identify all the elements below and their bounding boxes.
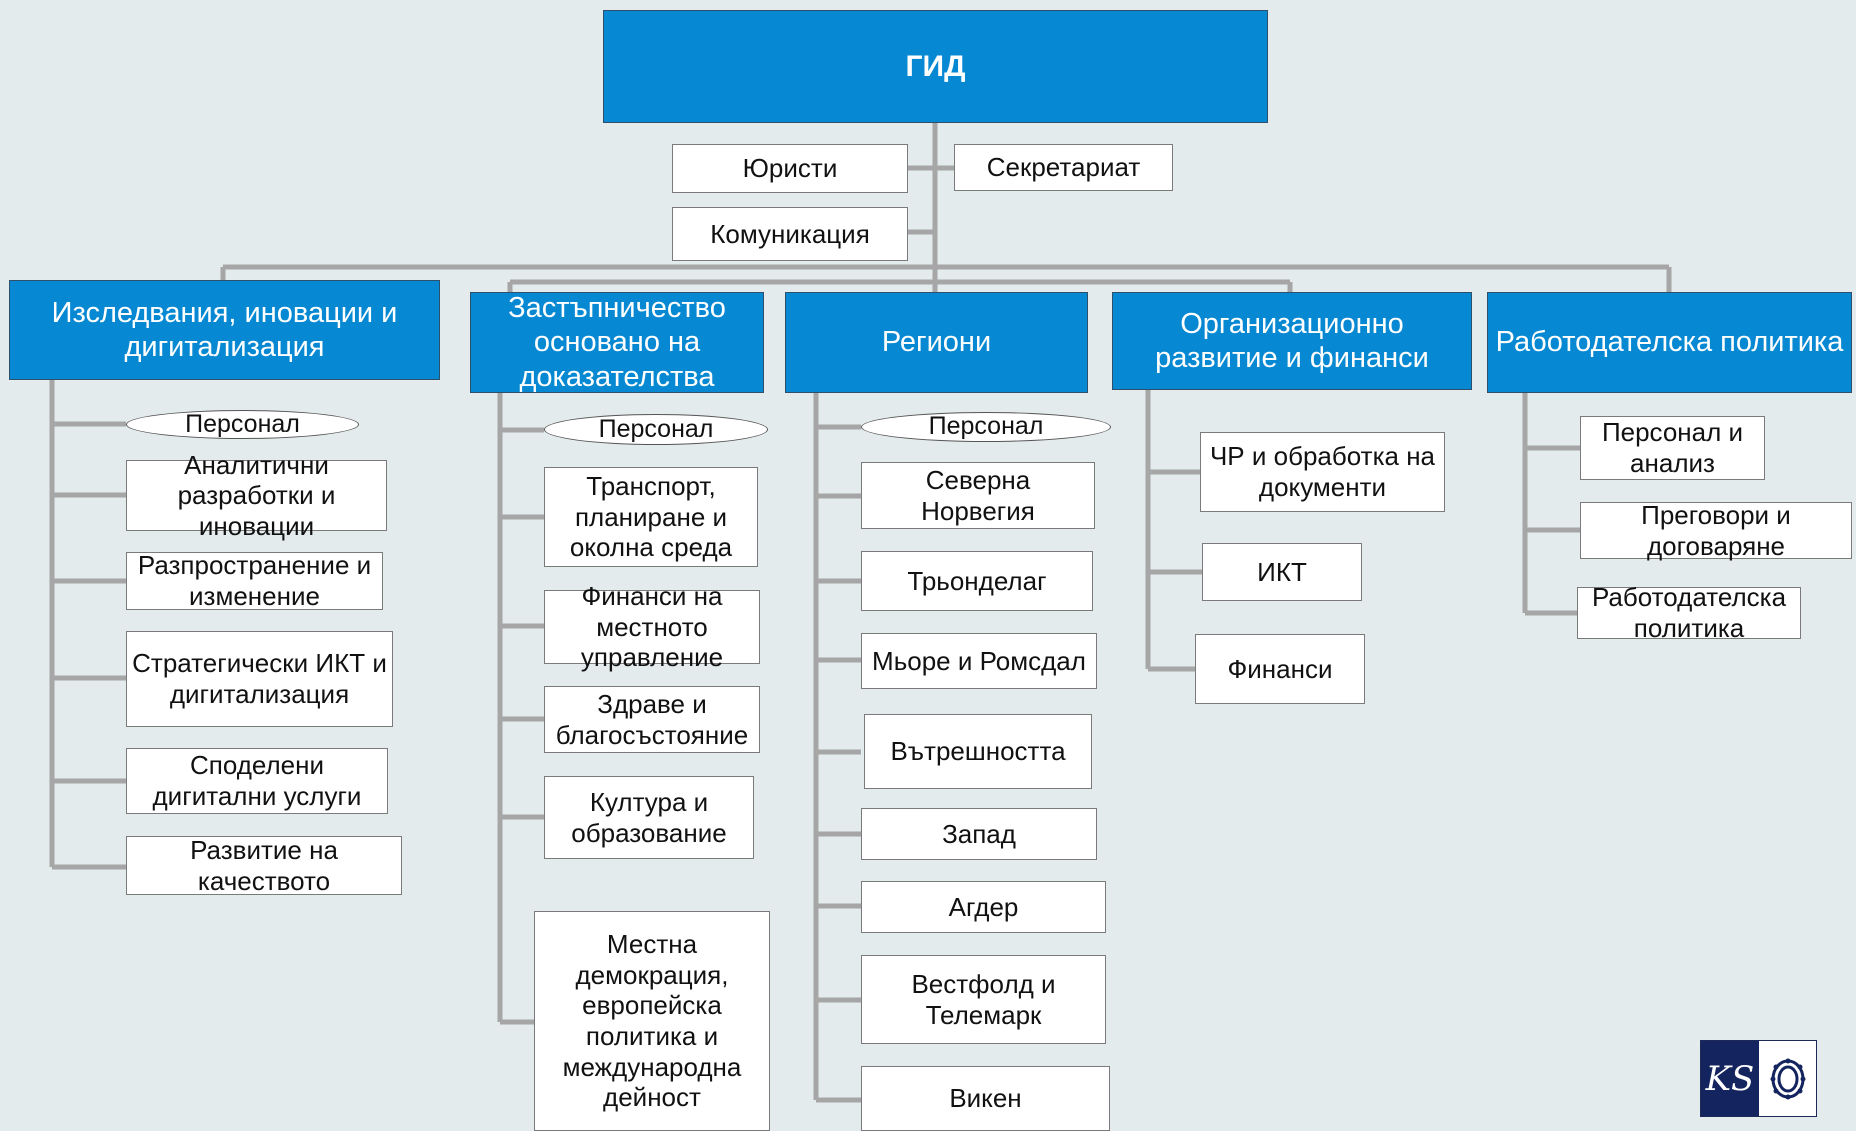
unit-box: Финанси (1195, 634, 1365, 704)
unit-box: Финанси на местното управление (544, 581, 760, 672)
department-header-research: Изследвания, иновации и дигитализация (9, 280, 440, 380)
lawyers-box: Юристи (672, 144, 908, 193)
unit-box: Викен (861, 1066, 1110, 1131)
unit-box: Транспорт, планиране и околна среда (544, 467, 758, 567)
gid-box: ГИД (603, 10, 1268, 123)
department-header-org-finance: Организационно развитие и финанси (1112, 292, 1472, 390)
unit-box: Северна Норвегия (861, 462, 1095, 529)
unit-box: Развитие на качеството (126, 835, 402, 896)
unit-box: Преговори и договаряне (1580, 500, 1852, 561)
ks-logo-text: KS (1701, 1041, 1759, 1116)
unit-box: ИКТ (1202, 543, 1362, 601)
staff-oval: Персонал (126, 410, 359, 439)
unit-box: ЧР и обработка на документи (1200, 432, 1445, 512)
communication-box: Комуникация (672, 207, 908, 261)
unit-box: Аналитични разработки и иновации (126, 450, 387, 541)
unit-box: Вътрешността (864, 714, 1092, 789)
unit-box: Мьоре и Ромсдал (861, 633, 1097, 689)
unit-box: Агдер (861, 881, 1106, 933)
staff-oval: Персонал (861, 412, 1111, 442)
unit-box: Персонал и анализ (1580, 416, 1765, 480)
secretariat-box: Секретариат (954, 144, 1173, 191)
unit-box: Споделени дигитални услуги (126, 748, 388, 814)
unit-box: Стратегически ИКТ и дигитализация (126, 631, 393, 727)
unit-box: Вестфолд и Телемарк (861, 955, 1106, 1044)
unit-box: Работодателска политика (1577, 582, 1801, 643)
department-header-regions: Региони (785, 292, 1088, 393)
unit-box: Трьонделаг (861, 551, 1093, 611)
department-header-employer-policy: Работодателска политика (1487, 292, 1852, 393)
unit-box: Култура и образование (544, 776, 754, 859)
unit-box: Запад (861, 808, 1097, 860)
department-header-advocacy: Застъпничество основано на доказателства (470, 292, 764, 393)
unit-box: Здраве и благосъстояние (544, 686, 760, 753)
ks-logo: KS (1700, 1040, 1817, 1117)
chain-ring-icon (1759, 1041, 1816, 1116)
unit-box: Местна демокрация, европейска политика и… (534, 911, 770, 1131)
staff-oval: Персонал (544, 414, 768, 445)
unit-box: Разпространение и изменение (126, 550, 383, 611)
